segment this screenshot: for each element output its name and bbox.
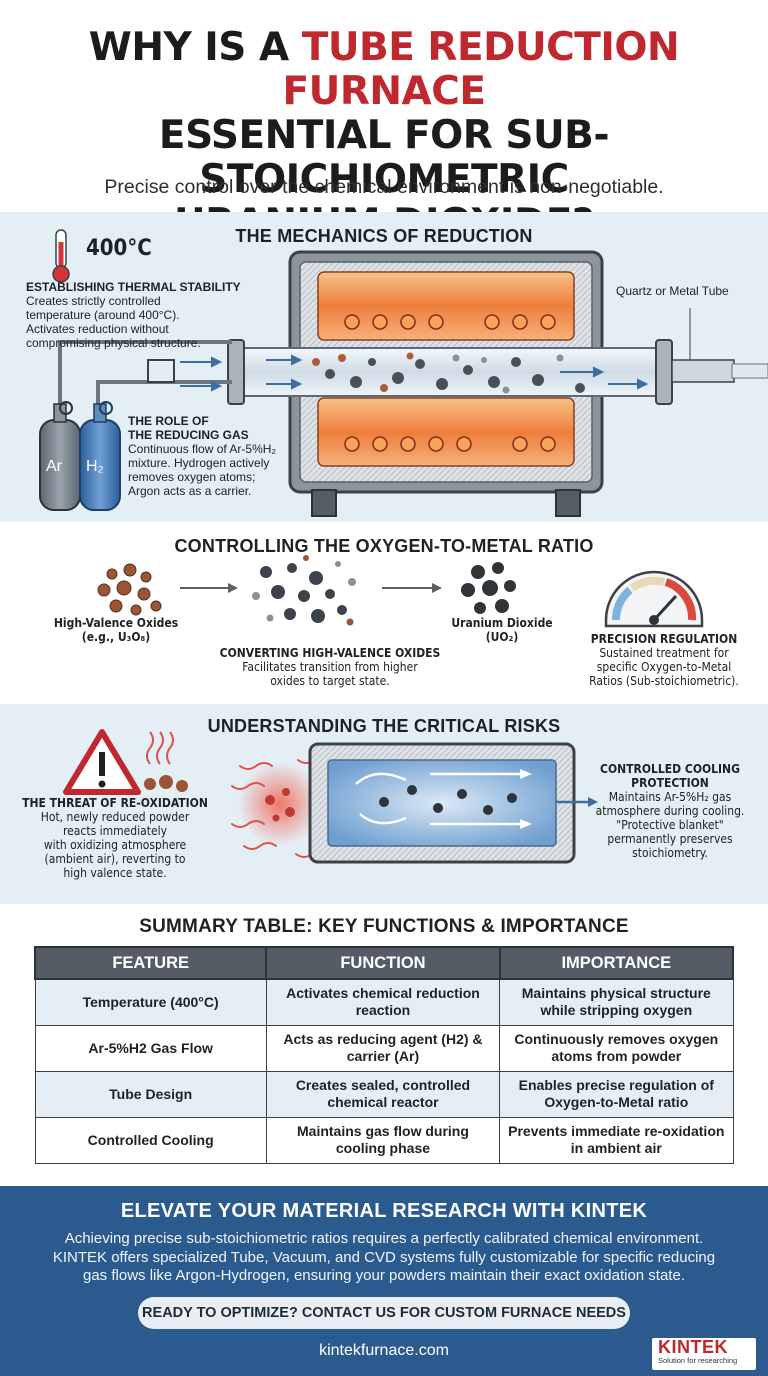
risks-section: UNDERSTANDING THE CRITICAL RISKS <box>0 704 768 904</box>
temperature-value: 400°C <box>86 236 152 261</box>
summary-table: FEATURE FUNCTION IMPORTANCE Temperature … <box>33 946 735 1164</box>
converting-block: CONVERTING HIGH-VALENCE OXIDES Facilitat… <box>219 646 441 688</box>
table-cell: Maintains physical structure while strip… <box>499 978 734 1026</box>
precision-regulation-block: PRECISION REGULATION Sustained treatment… <box>589 632 739 688</box>
summary-section: SUMMARY TABLE: KEY FUNCTIONS & IMPORTANC… <box>0 904 768 1186</box>
table-row: Temperature (400°C) Activates chemical r… <box>34 978 734 1026</box>
table-cell: Acts as reducing agent (H2) & carrier (A… <box>265 1024 501 1072</box>
summary-title: SUMMARY TABLE: KEY FUNCTIONS & IMPORTANC… <box>139 916 629 937</box>
thermal-stability-block: ESTABLISHING THERMAL STABILITY Creates s… <box>26 280 296 350</box>
mechanics-section: THE MECHANICS OF REDUCTION <box>0 212 768 522</box>
gas-line-4: Argon acts as a carrier. <box>128 484 252 498</box>
ratio-section: CONTROLLING THE OXYGEN-TO-METAL RATIO <box>0 522 768 704</box>
kintek-logo: KINTEK Solution for researching <box>652 1338 756 1370</box>
website-link[interactable]: kintekfurnace.com <box>319 1342 449 1359</box>
oxide-conversion-illustration <box>97 555 704 628</box>
table-row: Ar-5%H2 Gas Flow Acts as reducing agent … <box>34 1024 734 1072</box>
table-header-feature: FEATURE <box>33 946 268 980</box>
furnace-illustration <box>39 229 768 517</box>
risks-title: UNDERSTANDING THE CRITICAL RISKS <box>207 716 561 736</box>
footer: ELEVATE YOUR MATERIAL RESEARCH WITH KINT… <box>0 1186 768 1376</box>
footer-title: ELEVATE YOUR MATERIAL RESEARCH WITH KINT… <box>120 1200 648 1222</box>
uranium-dioxide-label: Uranium Dioxide (UO₂) <box>451 616 553 644</box>
high-valence-label: High-Valence Oxides (e.g., U₃O₈) <box>53 616 179 644</box>
reoxidation-block: THE THREAT OF RE-OXIDATION Hot, newly re… <box>22 796 208 880</box>
table-cell: Tube Design <box>34 1070 267 1118</box>
footer-body: Achieving precise sub-stoichiometric rat… <box>52 1230 716 1284</box>
table-row: Controlled Cooling Maintains gas flow du… <box>34 1116 734 1164</box>
title-highlight: TUBE REDUCTION FURNACE <box>282 25 680 114</box>
table-header-row: FEATURE FUNCTION IMPORTANCE <box>33 946 735 980</box>
cooling-protection-block: CONTROLLED COOLING PROTECTION Maintains … <box>595 762 745 860</box>
table-cell: Controlled Cooling <box>34 1116 267 1164</box>
hydrogen-cylinder-label: H₂ <box>86 458 104 475</box>
thermal-line-1: Creates strictly controlled <box>26 294 161 308</box>
table-cell: Prevents immediate re-oxidation in ambie… <box>499 1116 734 1164</box>
mechanics-title: THE MECHANICS OF REDUCTION <box>235 226 533 246</box>
header: WHY IS A TUBE REDUCTION FURNACE ESSENTIA… <box>0 0 768 246</box>
gas-heading-2: THE REDUCING GAS <box>128 428 249 442</box>
table-cell: Creates sealed, controlled chemical reac… <box>265 1070 501 1118</box>
contact-cta-button[interactable]: READY TO OPTIMIZE? CONTACT US FOR CUSTOM… <box>138 1297 630 1329</box>
table-cell: Enables precise regulation of Oxygen-to-… <box>499 1070 734 1118</box>
thermal-heading: ESTABLISHING THERMAL STABILITY <box>26 280 241 294</box>
table-cell: Continuously removes oxygen atoms from p… <box>499 1024 734 1072</box>
page-subtitle: Precise control over the chemical enviro… <box>104 176 664 198</box>
gas-line-3: removes oxygen atoms; <box>128 470 256 484</box>
table-header-function: FUNCTION <box>265 946 501 980</box>
thermal-line-2: temperature (around 400°C). <box>26 308 180 322</box>
gas-heading-1: THE ROLE OF <box>128 414 209 428</box>
reducing-gas-block: THE ROLE OF THE REDUCING GAS Continuous … <box>128 414 298 498</box>
thermal-line-3: Activates reduction without <box>26 322 169 336</box>
table-cell: Maintains gas flow during cooling phase <box>265 1116 501 1164</box>
gas-line-2: mixture. Hydrogen actively <box>128 456 270 470</box>
thermal-line-4: compromising physical structure. <box>26 336 201 350</box>
table-cell: Temperature (400°C) <box>34 978 267 1026</box>
risks-illustration <box>63 729 598 864</box>
table-header-importance: IMPORTANCE <box>498 946 735 980</box>
table-row: Tube Design Creates sealed, controlled c… <box>34 1070 734 1118</box>
table-cell: Ar-5%H2 Gas Flow <box>34 1024 267 1072</box>
ratio-title: CONTROLLING THE OXYGEN-TO-METAL RATIO <box>174 536 594 556</box>
tube-label: Quartz or Metal Tube <box>616 284 729 298</box>
argon-cylinder-label: Ar <box>46 458 62 475</box>
gas-line-1: Continuous flow of Ar-5%H₂ <box>128 442 277 456</box>
table-cell: Activates chemical reduction reaction <box>265 978 501 1026</box>
